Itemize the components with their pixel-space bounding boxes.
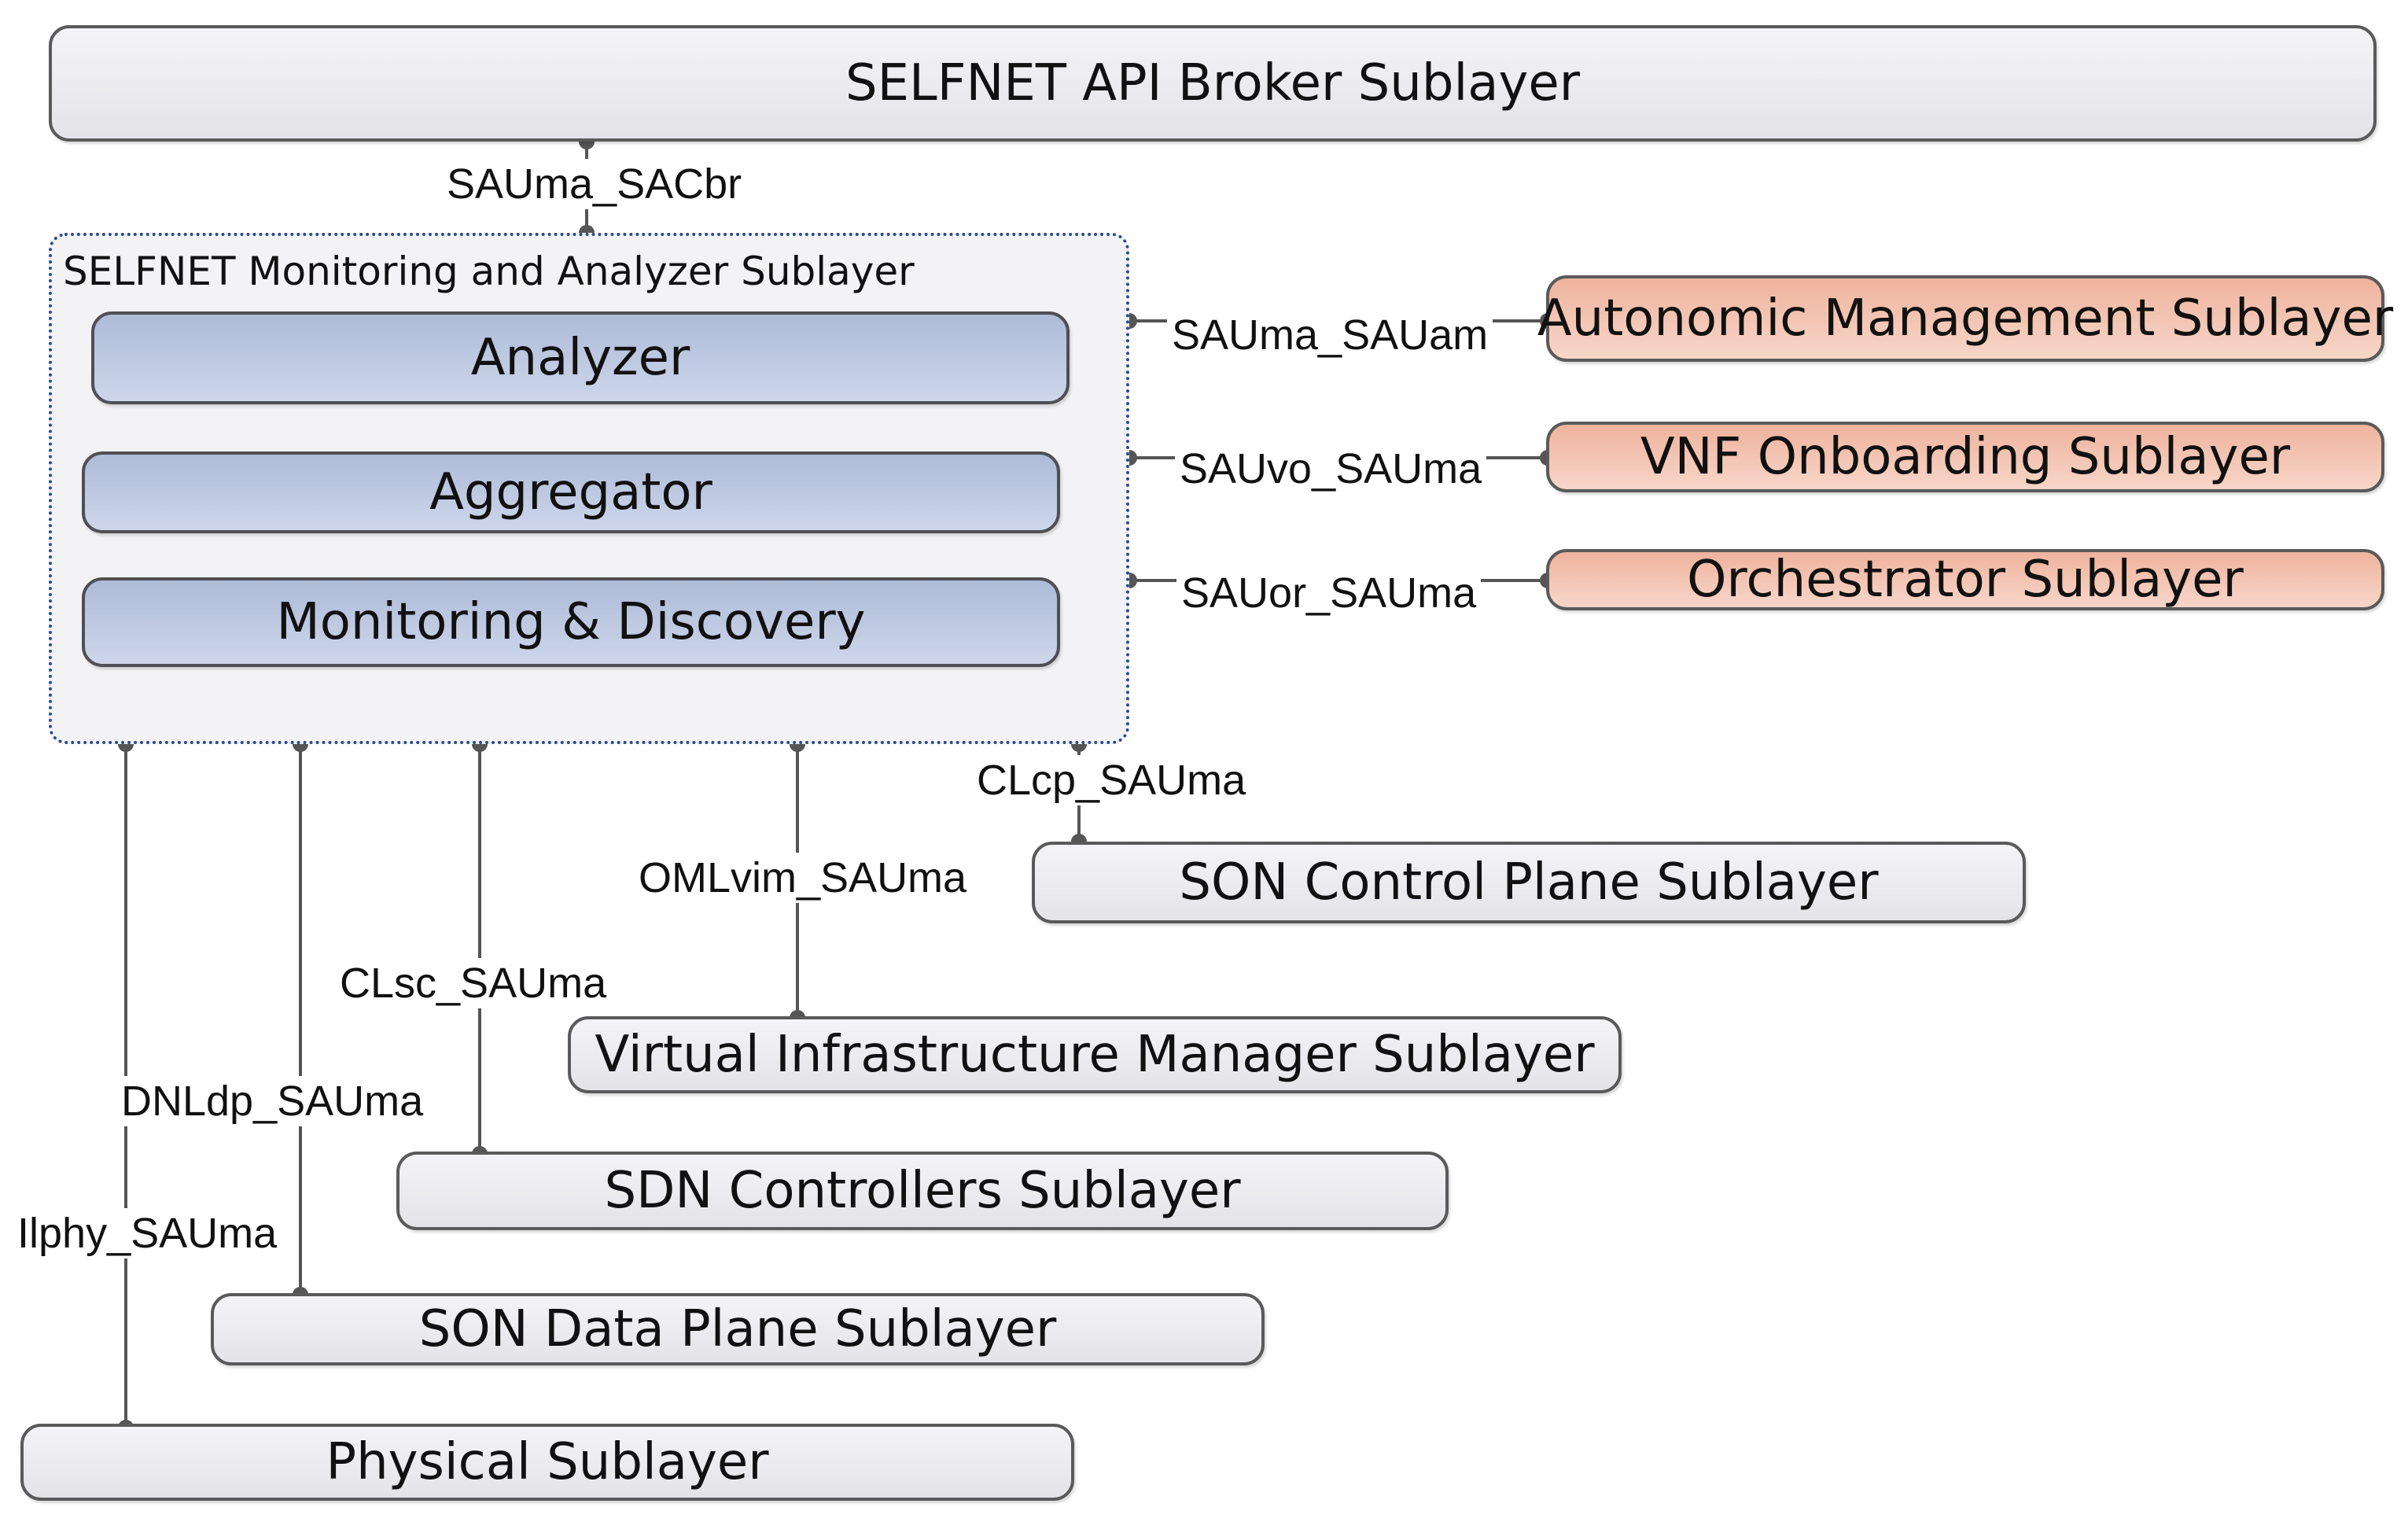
analyzer-component: Analyzer bbox=[91, 311, 1070, 404]
monitoring-analyzer-title: SELFNET Monitoring and Analyzer Sublayer bbox=[63, 249, 915, 294]
interface-label-clcp-sauma: CLcp_SAUma bbox=[972, 755, 1251, 805]
son-control-plane-label: SON Control Plane Sublayer bbox=[1179, 853, 1879, 912]
interface-label-dnldp-sauma: DNLdp_SAUma bbox=[116, 1076, 429, 1126]
son-data-plane-sublayer: SON Data Plane Sublayer bbox=[211, 1293, 1265, 1365]
orchestrator-sublayer: Orchestrator Sublayer bbox=[1546, 549, 2384, 610]
interface-label-clsc-sauma: CLsc_SAUma bbox=[335, 958, 612, 1008]
vnf-onboarding-sublayer: VNF Onboarding Sublayer bbox=[1546, 422, 2384, 492]
interface-label-sauor-sauma: SAUor_SAUma bbox=[1176, 568, 1482, 618]
interface-label-sauvo-sauma: SAUvo_SAUma bbox=[1175, 444, 1487, 494]
virtual-infrastructure-manager-label: Virtual Infrastructure Manager Sublayer bbox=[595, 1026, 1595, 1084]
son-control-plane-sublayer: SON Control Plane Sublayer bbox=[1032, 842, 2026, 923]
sdn-controllers-label: SDN Controllers Sublayer bbox=[604, 1162, 1241, 1220]
analyzer-label: Analyzer bbox=[470, 329, 690, 387]
monitoring-discovery-label: Monitoring & Discovery bbox=[276, 593, 866, 651]
physical-label: Physical Sublayer bbox=[326, 1433, 769, 1491]
interface-label-omlvim-sauma: OMLvim_SAUma bbox=[634, 853, 972, 903]
api-broker-label: SELFNET API Broker Sublayer bbox=[845, 54, 1581, 112]
aggregator-label: Aggregator bbox=[429, 463, 712, 521]
physical-sublayer: Physical Sublayer bbox=[20, 1424, 1074, 1501]
autonomic-management-sublayer: Autonomic Management Sublayer bbox=[1537, 275, 2393, 362]
interface-label-ilphy-sauma: Ilphy_SAUma bbox=[13, 1208, 282, 1259]
monitoring-discovery-component: Monitoring & Discovery bbox=[82, 577, 1060, 667]
vnf-onboarding-label: VNF Onboarding Sublayer bbox=[1640, 428, 2291, 486]
orchestrator-label: Orchestrator Sublayer bbox=[1687, 551, 2244, 609]
virtual-infrastructure-manager-sublayer: Virtual Infrastructure Manager Sublayer bbox=[568, 1016, 1622, 1093]
sdn-controllers-sublayer: SDN Controllers Sublayer bbox=[396, 1152, 1449, 1230]
son-data-plane-label: SON Data Plane Sublayer bbox=[418, 1300, 1057, 1358]
interface-label-sauma-sacbr: SAUma_SACbr bbox=[442, 159, 747, 209]
aggregator-component: Aggregator bbox=[82, 451, 1060, 533]
autonomic-management-label: Autonomic Management Sublayer bbox=[1537, 289, 2394, 348]
interface-label-sauma-sauam: SAUma_SAUam bbox=[1167, 310, 1493, 360]
api-broker-sublayer: SELFNET API Broker Sublayer bbox=[49, 25, 2377, 142]
